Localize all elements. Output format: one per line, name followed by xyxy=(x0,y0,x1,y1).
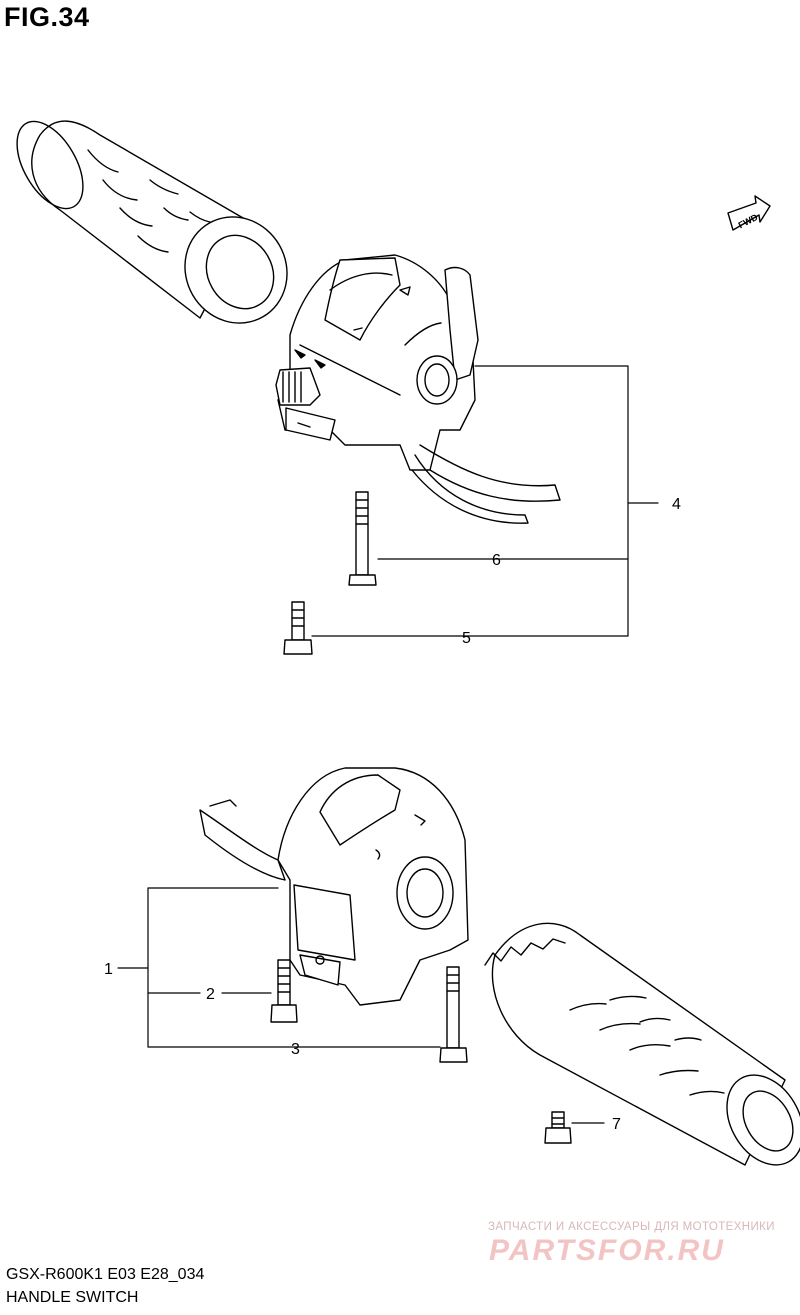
screw-long-lower xyxy=(439,966,468,1063)
section-name: HANDLE SWITCH xyxy=(6,1289,139,1306)
left-handle-switch-assembly xyxy=(199,767,469,1006)
callout-number-4: 4 xyxy=(672,496,681,513)
right-grip-lower xyxy=(484,922,800,1166)
watermark-logo: PARTSFOR.RU xyxy=(489,1234,725,1267)
grip-end-screw xyxy=(544,1111,572,1144)
callout-number-6: 6 xyxy=(492,552,501,569)
callout-number-2: 2 xyxy=(206,986,215,1003)
screw-long-upper xyxy=(348,491,377,586)
callout-number-5: 5 xyxy=(462,630,471,647)
callout-number-3: 3 xyxy=(291,1041,300,1058)
screw-short-upper xyxy=(283,601,313,655)
figure-title: FIG.34 xyxy=(4,2,90,32)
right-handle-switch-assembly xyxy=(275,254,561,524)
callout-number-1: 1 xyxy=(104,961,113,978)
watermark-tagline: ЗАПЧАСТИ И АКСЕССУАРЫ ДЛЯ МОТОТЕХНИКИ xyxy=(488,1221,775,1233)
model-code: GSX-R600K1 E03 E28_034 xyxy=(6,1266,205,1283)
screw-short-lower xyxy=(270,959,298,1023)
callout-number-7: 7 xyxy=(612,1116,621,1133)
fwd-arrow-icon xyxy=(727,195,771,231)
left-grip-upper xyxy=(16,120,288,324)
